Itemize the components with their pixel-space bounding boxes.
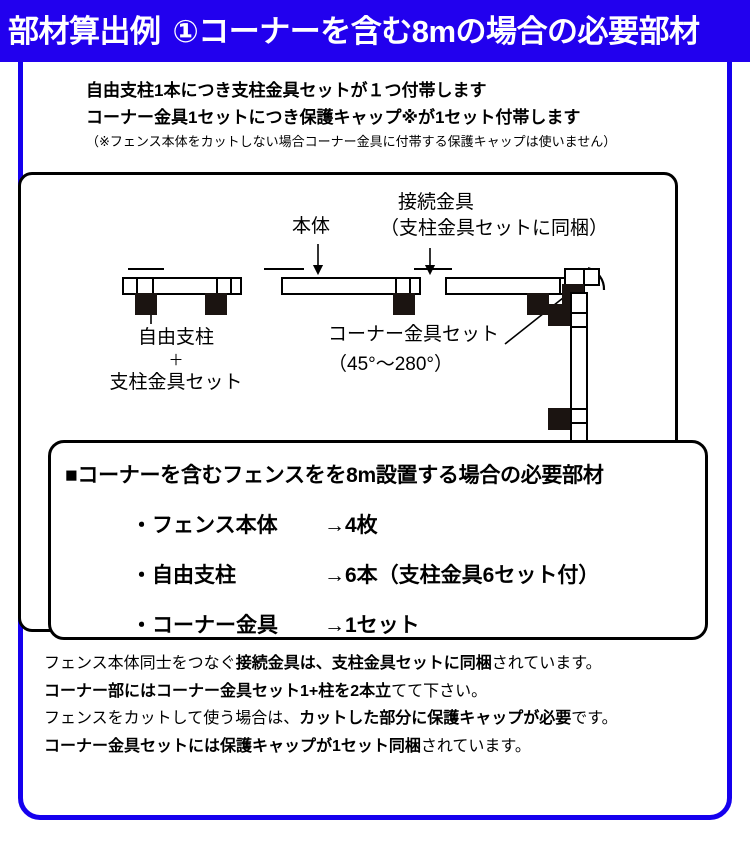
diagram-label-post-line1: 自由支柱: [137, 327, 214, 348]
fence-post-2: [205, 293, 227, 315]
requirement-name-3: コーナー金具: [152, 614, 278, 637]
diagram-label-connector-line1: 接続金具: [398, 192, 475, 213]
fence-post-3: [393, 293, 415, 315]
page-title-main: 部材算出例: [8, 13, 161, 49]
requirements-heading: ■コーナーを含むフェンスをを8m設置する場合の必要部材: [65, 464, 604, 487]
footnotes-block: フェンス本体同士をつなぐ接続金具は、支柱金具セットに同梱されています。 コーナー…: [0, 650, 750, 760]
requirement-bullet-3: ・: [131, 614, 152, 637]
fence-rail-vertical: [570, 292, 588, 442]
requirement-row-3: ・ コーナー金具 →1セット: [51, 609, 705, 639]
fence-rail-segment-1: [122, 277, 242, 295]
requirement-name-1: フェンス本体: [152, 514, 278, 537]
footnote-line-3: フェンスをカットして使う場合は、カットした部分に保護キャップが必要です。: [0, 705, 750, 733]
fence-post-4: [527, 293, 549, 315]
requirement-qty-1: →4枚: [324, 514, 378, 537]
fence-post-6: [548, 408, 570, 430]
subtitle-block: 自由支柱1本につき支柱金具セットが１つ付帯します コーナー金具1セットにつき保護…: [0, 78, 750, 152]
diagram-label-body: 本体: [292, 216, 331, 237]
fence-rail-segment-2: [281, 277, 421, 295]
subtitle-note: （※フェンス本体をカットしない場合コーナー金具に付帯する保護キャップは使いません…: [86, 133, 617, 149]
diagram-label-corner-line2: （45°〜280°）: [328, 354, 454, 375]
tick-line-mid-left: [264, 268, 304, 270]
subtitle-line-2: コーナー金具1セットにつき保護キャップ※が1セット付帯します: [86, 107, 581, 127]
requirement-qty-3: →1セット: [324, 614, 420, 637]
fence-post-5: [548, 304, 570, 326]
footnote-1-part-c: されています。: [491, 655, 602, 672]
header-band: 部材算出例 ①コーナーを含む8mの場合の必要部材: [0, 0, 750, 62]
fence-post-1: [135, 293, 157, 315]
subtitle-line-1: 自由支柱1本につき支柱金具セットが１つ付帯します: [86, 81, 487, 100]
footnote-4-part-a: コーナー金具セットには保護キャップが1セット同梱: [44, 737, 421, 755]
diagram-label-post-plus: ＋: [168, 352, 184, 369]
requirements-box: ■コーナーを含むフェンスをを8m設置する場合の必要部材 ・ フェンス本体 →4枚…: [48, 440, 708, 640]
requirement-name-2: 自由支柱: [152, 564, 236, 587]
diagram-arrows: [145, 244, 606, 345]
requirement-bullet-1: ・: [131, 514, 152, 537]
page-title: 部材算出例 ①コーナーを含む8mの場合の必要部材: [0, 16, 700, 47]
footnote-3-part-a: フェンスをカットして使う場合は、: [44, 710, 300, 728]
diagram-label-post-line2: 支柱金具セット: [109, 372, 243, 393]
tick-line-left: [128, 268, 164, 270]
requirement-row-2: ・ 自由支柱 →6本（支柱金具6セット付）: [51, 559, 705, 589]
footnote-3-part-c: です。: [571, 710, 618, 728]
footnote-line-2: コーナー部にはコーナー金具セット1+柱を2本立てて下さい。: [0, 678, 750, 706]
requirement-row-1: ・ フェンス本体 →4枚: [51, 509, 705, 539]
diagram-label-connector-line2: （支柱金具セットに同梱）: [380, 218, 609, 239]
requirement-qty-2: →6本（支柱金具6セット付）: [324, 564, 600, 587]
footnote-2-part-a: コーナー部にはコーナー金具セット1+柱を2本立: [44, 682, 392, 700]
footnote-line-4: コーナー金具セットには保護キャップが1セット同梱されています。: [0, 733, 750, 761]
footnote-3-part-b: カットした部分に保護キャップが必要: [299, 710, 572, 728]
footnote-1-part-b: 接続金具は、支柱金具セットに同梱: [235, 655, 492, 672]
footnote-line-1: フェンス本体同士をつなぐ接続金具は、支柱金具セットに同梱されています。: [0, 650, 750, 678]
fence-diagram: 本体 接続金具 （支柱金具セットに同梱） 自由支柱 ＋ 支柱金具セット コーナー…: [0, 172, 750, 442]
page-title-sub: ①コーナーを含む8mの場合の必要部材: [172, 13, 701, 49]
footnote-2-part-b: てて下さい。: [391, 682, 488, 700]
tick-line-mid-right: [414, 268, 452, 270]
requirement-bullet-2: ・: [131, 564, 152, 587]
footnote-4-part-b: されています。: [420, 737, 531, 755]
diagram-label-corner-line1: コーナー金具セット: [328, 324, 500, 345]
footnote-1-part-a: フェンス本体同士をつなぐ: [44, 655, 236, 672]
